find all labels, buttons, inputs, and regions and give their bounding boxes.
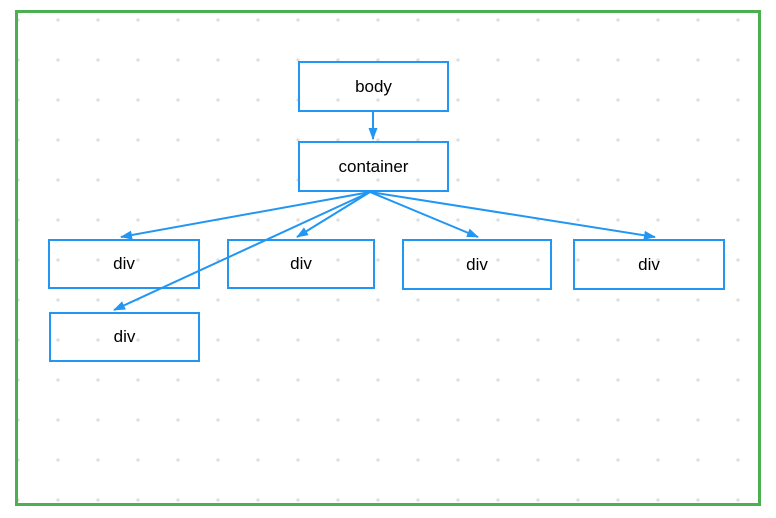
edge-container-to-div-4 [369, 191, 656, 240]
node-div-1-label: div [113, 254, 135, 273]
node-div-2: div [227, 239, 375, 289]
node-div-5-label: div [113, 327, 136, 346]
node-body: body [298, 61, 449, 112]
node-div-2-label: div [290, 254, 312, 273]
node-div-3-label: div [466, 254, 488, 274]
node-div-3: div [402, 239, 552, 290]
node-div-5: div [49, 312, 200, 362]
node-container: container [298, 141, 449, 192]
node-body-label: body [355, 76, 392, 96]
node-div-4-label: div [638, 254, 660, 274]
node-container-label: container [338, 156, 409, 176]
edge-container-to-div-2 [296, 191, 371, 238]
node-div-1: div [48, 239, 200, 289]
node-div-4: div [573, 239, 725, 290]
edge-container-to-div-1 [120, 191, 371, 240]
edge-container-to-div-3 [369, 191, 479, 238]
